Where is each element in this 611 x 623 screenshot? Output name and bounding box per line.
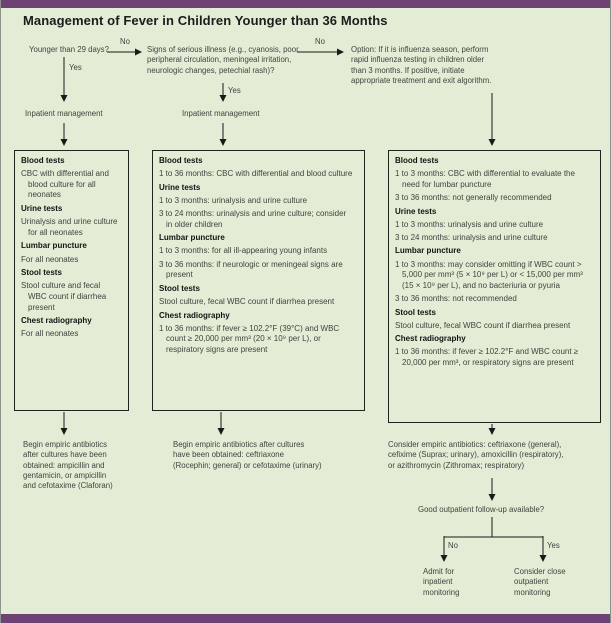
page-title: Management of Fever in Children Younger … — [23, 13, 388, 28]
serious-illness-workup-box: Blood tests 1 to 36 months: CBC with diff… — [152, 150, 365, 411]
decision-younger-than-29-days: Younger than 29 days? — [29, 45, 109, 54]
section-heading: Lumbar puncture — [395, 246, 461, 256]
yes-label-2: Yes — [228, 86, 241, 95]
section-item: 1 to 36 months: if fever ≥ 102.2°F (39°C… — [159, 323, 340, 354]
outcome-consider-antibiotics: Consider empiric antibiotics: ceftriaxon… — [388, 440, 564, 470]
outcome-admit-inpatient: Admit for inpatient monitoring — [423, 567, 460, 597]
outcome-neonate-antibiotics: Begin empiric antibiotics after cultures… — [23, 440, 113, 491]
section-item: CBC with differential and blood culture … — [21, 169, 109, 200]
yes-label-3: Yes — [547, 541, 560, 550]
section-item: 1 to 36 months: if fever ≥ 102.2°F and W… — [395, 347, 579, 367]
section-item: 1 to 36 months: CBC with differential an… — [159, 169, 353, 179]
section-item: Stool culture, fecal WBC count if diarrh… — [159, 296, 335, 306]
no-label-1: No — [120, 37, 130, 46]
inpatient-management-left: Inpatient management — [25, 109, 103, 118]
section-heading: Stool tests — [159, 283, 200, 293]
no-label-2: No — [315, 37, 325, 46]
section-heading: Blood tests — [21, 156, 65, 165]
section-item: 3 to 36 months: not recommended — [395, 293, 517, 303]
top-accent-bar — [1, 0, 610, 8]
followup-question: Good outpatient follow-up available? — [418, 505, 545, 514]
section-heading: Chest radiography — [395, 334, 466, 344]
section-item: Stool culture, fecal WBC count if diarrh… — [395, 320, 571, 330]
section-item: For all neonates — [21, 254, 79, 264]
outcome-serious-illness-antibiotics: Begin empiric antibiotics after cultures… — [173, 440, 322, 470]
decision-signs-of-serious-illness: Signs of serious illness (e.g., cyanosis… — [147, 45, 299, 75]
section-item: For all neonates — [21, 329, 79, 339]
section-item: 1 to 3 months: urinalysis and urine cult… — [395, 219, 544, 229]
section-heading: Blood tests — [159, 156, 203, 165]
section-heading: Blood tests — [395, 156, 439, 165]
section-item: 1 to 3 months: for all ill-appearing you… — [159, 246, 328, 256]
section-heading: Urine tests — [395, 206, 437, 216]
section-heading: Urine tests — [159, 182, 201, 192]
section-heading: Chest radiography — [159, 310, 230, 320]
section-heading: Urine tests — [21, 204, 63, 213]
bottom-accent-bar — [1, 614, 610, 623]
section-heading: Stool tests — [21, 268, 62, 278]
section-item: 3 to 36 months: not generally recommende… — [395, 192, 552, 202]
section-heading: Chest radiography — [21, 316, 92, 326]
section-item: 1 to 3 months: may consider omitting if … — [395, 259, 583, 290]
section-item: 3 to 24 months: urinalysis and urine cul… — [395, 232, 548, 242]
section-heading: Stool tests — [395, 307, 436, 317]
section-item: 1 to 3 months: urinalysis and urine cult… — [159, 195, 308, 205]
no-label-3: No — [448, 541, 458, 550]
section-heading: Lumbar puncture — [159, 233, 225, 243]
outcome-close-outpatient: Consider close outpatient monitoring — [514, 567, 566, 597]
low-risk-workup-box: Blood tests 1 to 3 months: CBC with diffe… — [388, 150, 601, 423]
section-item: 3 to 36 months: if neurologic or meninge… — [159, 259, 343, 280]
section-item: 1 to 3 months: CBC with differential to … — [395, 169, 575, 189]
yes-label-1: Yes — [69, 63, 82, 72]
section-item: Stool culture and fecal WBC count if dia… — [21, 281, 107, 312]
section-item: Urinalysis and urine culture for all neo… — [21, 217, 118, 237]
influenza-option-note: Option: If it is influenza season, perfo… — [351, 45, 492, 85]
inpatient-management-middle: Inpatient management — [182, 109, 260, 118]
section-heading: Lumbar puncture — [21, 241, 87, 251]
section-item: 3 to 24 months: urinalysis and urine cul… — [159, 209, 347, 229]
